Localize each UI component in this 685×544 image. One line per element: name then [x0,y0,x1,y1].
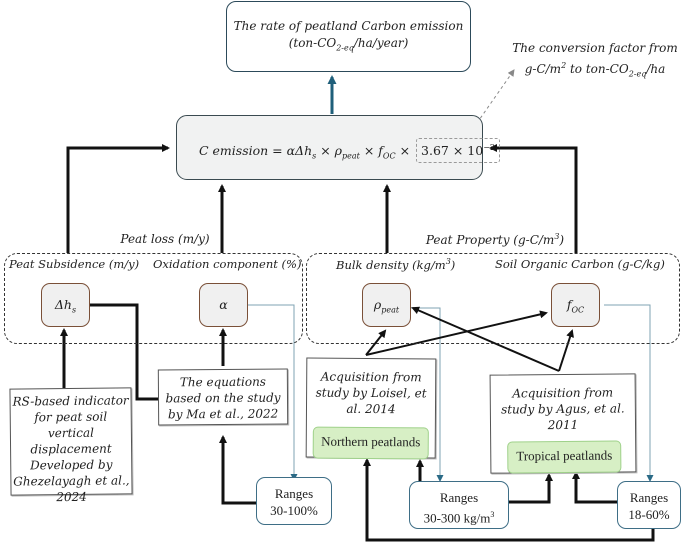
peat-property-title: Peat Property (g-C/m3) [405,232,585,247]
output-box: The rate of peatland Carbon emission (to… [226,1,471,72]
arrow-soc-range-to-agus [572,471,617,504]
var-alpha: α [199,283,248,327]
conversion-factor-note: The conversion factor from g-C/m2 to ton… [506,40,684,82]
oxidation-label: Oxidation component (%) [153,257,302,271]
source-line: Acquisition from [320,369,422,385]
source-line: The equations [179,374,266,390]
formula-sub: OC [382,151,396,161]
source-line: study by Loisel, et [315,385,427,401]
range-value: 30-300 kg/m3 [410,506,508,526]
range-alpha: Ranges 30-100% [256,477,332,525]
source-line: by Ma et al., 2022 [167,406,279,422]
formula-lhs: C emission = αΔh [199,143,313,159]
source-line: Ghezelayagh et al., [13,473,130,489]
peat-loss-group [4,253,303,344]
source-line: 2024 [56,489,87,505]
unit-prefix: (ton-CO [288,36,337,50]
formula-times: × [395,143,415,159]
northern-peatlands-tag: Northern peatlands [312,426,429,460]
soc-label: Soil Organic Carbon (g-C/kg) [495,257,665,271]
range-title: Ranges [439,490,479,505]
unit-sub: 2-eq [336,43,354,53]
source-line: al. 2014 [346,401,396,417]
loisel-source: Acquisition from study by Loisel, et al.… [305,357,437,460]
var-sub: peat [381,305,400,315]
note-part: g-C/m [524,62,562,76]
formula-rho: × ρ [316,143,343,159]
formula-f: × f [359,143,383,159]
range-value: 18-60% [628,507,670,522]
ma-equations-source: The equations based on the study by Ma e… [157,368,289,426]
source-line: Acquisition from [512,385,614,401]
source-line: Developed by [29,457,113,473]
note-part: /ha [646,62,666,76]
rs-indicator-source: RS-based indicator for peat soil vertica… [9,387,133,504]
var-sub: s [71,305,77,315]
source-line: study by Agus, et al. [500,401,625,417]
source-line: displacement [30,441,112,457]
var-text: ρ [373,297,382,312]
title-sup: 3 [554,232,560,241]
var-text: Δh [54,297,72,312]
note-sup: 2 [561,61,567,70]
note-line2: g-C/m2 to ton-CO2-eq/ha [506,57,684,82]
var-text: f [566,297,572,312]
range-value-text: 30-300 kg/m [423,510,491,526]
var-foc: fOC [551,283,600,327]
note-sub: 2-eq [628,69,647,79]
peat-loss-title: Peat loss (m/y) [120,232,210,246]
label-sup: 3 [445,257,451,266]
factor-value: 3.67 × 10 [421,143,484,159]
range-sup: 3 [490,510,495,519]
arrow-subsidence-to-formula [66,144,170,253]
var-delta-h: Δhs [41,283,90,327]
arrow-loisel-to-foc [365,310,548,356]
label-part: ) [450,257,456,272]
arrow-soc-range-to-loisel [363,458,655,542]
tropical-peatlands-tag: Tropical peatlands [507,440,622,474]
source-line: 2011 [547,417,579,433]
arrow-dh-to-equations [90,303,178,403]
range-title: Ranges [274,486,314,501]
source-line: RS-based indicator [12,393,129,409]
title-part: Peat Property (g-C/m [425,233,555,247]
var-rho-peat: ρpeat [362,283,411,327]
title-part: ) [559,233,565,247]
source-line: based on the study [165,390,281,406]
link-alpha-to-range [248,304,298,481]
note-part: to ton-CO [566,62,629,76]
agus-source: Acquisition from study by Agus, et al. 2… [489,373,637,474]
formula-sub: peat [342,151,360,161]
peat-subsidence-label: Peat Subsidence (m/y) [9,257,140,271]
arrow-bulk-range-to-agus [508,473,553,504]
range-soc: Ranges 18-60% [617,481,681,529]
conversion-factor: 3.67 × 10−2 [416,138,500,164]
range-value: 30-100% [270,503,318,518]
range-bulk-density: Ranges 30-300 kg/m3 [409,481,509,529]
var-text: α [219,297,228,312]
source-line: for peat soil vertical [34,409,108,441]
arrow-agus-to-rho [411,306,560,372]
arrow-agus-to-foc [558,329,574,372]
bulk-density-label: Bulk density (kg/m3) [336,257,455,272]
link-foc-to-range [604,304,654,482]
var-sub: OC [571,305,585,315]
label-part: Bulk density (kg/m [336,257,446,272]
unit-suffix: /ha/year) [353,36,409,50]
formula-sub: s [312,151,317,161]
note-line1: The conversion factor from [512,41,678,55]
factor-exp: −2 [483,143,495,152]
arrow-range-alpha-to-equations [219,435,258,505]
peat-property-group [306,253,680,344]
output-title: The rate of peatland Carbon emission [233,19,464,33]
range-title: Ranges [629,490,669,505]
emission-formula-box: C emission = αΔhs × ρpeat × fOC × 3.67 ×… [176,115,500,180]
arrow-soc-to-formula [489,144,578,253]
output-unit: (ton-CO2-eq/ha/year) [227,35,470,56]
